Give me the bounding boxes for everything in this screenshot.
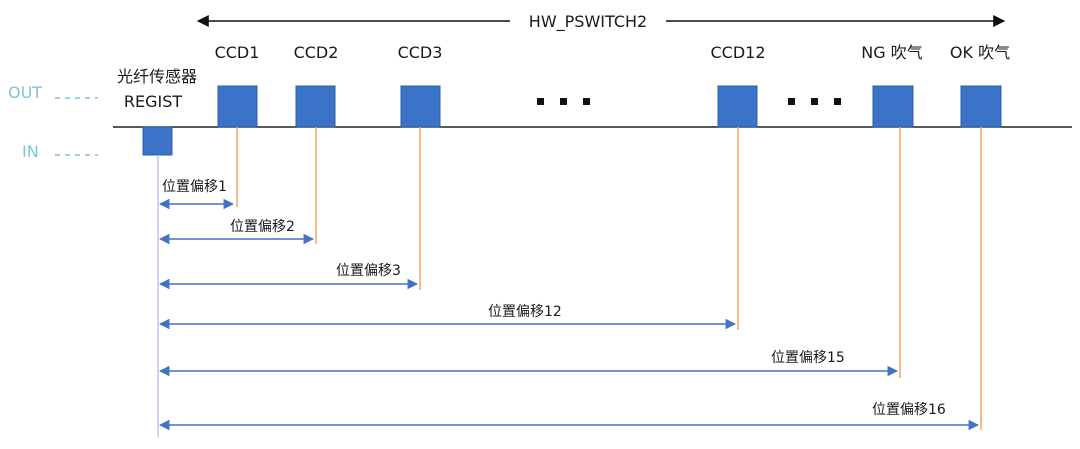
hw-pswitch-label: HW_PSWITCH2 [529, 12, 647, 32]
offset-label-1: 位置偏移1 [162, 179, 227, 195]
offset-label-16: 位置偏移16 [872, 402, 946, 418]
station-label-ccd12: CCD12 [710, 43, 765, 62]
offset-label-15: 位置偏移15 [771, 350, 845, 366]
ellipsis-dots-1 [537, 98, 590, 105]
station-label-ccd2: CCD2 [294, 43, 339, 62]
station-label-ccd3: CCD3 [398, 43, 443, 62]
offset-label-2: 位置偏移2 [230, 219, 295, 235]
in-label: IN [22, 142, 39, 161]
sensor-in-block [142, 126, 173, 156]
sensor-label-line1: 光纤传感器 [117, 67, 197, 86]
sensor-label-line2: REGIST [124, 92, 183, 111]
offset-label-3: 位置偏移3 [336, 263, 401, 279]
station-label-ng: NG 吹气 [861, 43, 922, 62]
out-label: OUT [8, 83, 42, 102]
station-block-ccd12 [717, 85, 758, 128]
station-block-ccd3 [400, 85, 441, 128]
station-label-ccd1: CCD1 [215, 43, 260, 62]
station-block-ng [872, 85, 914, 128]
offset-label-12: 位置偏移12 [488, 304, 562, 320]
station-block-ok [960, 85, 1002, 128]
station-label-ok: OK 吹气 [950, 43, 1010, 62]
station-block-ccd2 [295, 85, 336, 128]
ellipsis-dots-2 [788, 98, 841, 105]
station-block-ccd1 [217, 85, 258, 128]
